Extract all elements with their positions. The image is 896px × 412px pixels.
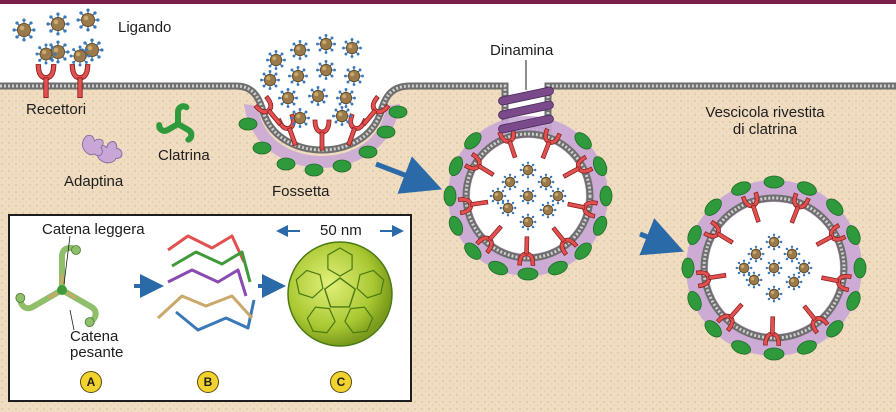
label-adaptin: Adaptina [64, 173, 124, 190]
receptor [551, 226, 579, 257]
ligand [308, 86, 328, 106]
ligand [735, 259, 753, 277]
ligand [501, 173, 519, 191]
panel-badge-b: B [197, 371, 219, 393]
label-heavy-chain: Catena pesante [70, 328, 124, 361]
budding-vesicle [443, 116, 613, 281]
receptor [35, 64, 57, 99]
receptor [457, 197, 489, 216]
panel-c-cage [287, 241, 393, 347]
receptor [715, 302, 744, 333]
ligand [46, 40, 70, 64]
ligand [290, 40, 310, 60]
ligand [288, 66, 308, 86]
receptor [69, 64, 91, 99]
ligand [747, 245, 765, 263]
label-size-scale: 50 nm [320, 222, 362, 239]
ligand [342, 38, 362, 58]
label-dynamin: Dinamina [490, 42, 554, 59]
ligand [290, 108, 310, 128]
ligand [765, 259, 783, 277]
ligand [332, 106, 352, 126]
ligand [278, 88, 298, 108]
panel-badge-c: C [330, 371, 352, 393]
receptor [276, 113, 298, 147]
receptor [346, 113, 368, 147]
receptor [763, 316, 781, 346]
dynamin [498, 60, 554, 134]
ligand [12, 18, 36, 42]
ligand [316, 60, 336, 80]
membrane-stipple [0, 84, 896, 152]
ligand [69, 45, 91, 67]
panel-badge-a: A [80, 371, 102, 393]
receptor [361, 94, 391, 127]
ligand [785, 273, 803, 291]
clathrin-triskelion [156, 103, 195, 143]
label-light-chain: Catena leggera [42, 221, 145, 238]
receptor [695, 270, 727, 289]
ligand [260, 70, 280, 90]
receptor [517, 236, 536, 266]
ligand [539, 201, 557, 219]
adaptin [81, 134, 104, 157]
label-ligand: Ligando [118, 19, 172, 36]
receptor [567, 200, 599, 219]
heavy-chain-leader [69, 309, 75, 331]
receptor [253, 94, 283, 127]
top-border [0, 0, 896, 4]
coated-vesicle [681, 175, 867, 361]
ligand [344, 66, 364, 86]
ligand [765, 285, 783, 303]
ligand [519, 187, 537, 205]
ligand [519, 213, 537, 231]
label-receptors: Recettori [26, 101, 87, 118]
ligand [266, 50, 286, 70]
panel-a-triskelion [15, 235, 99, 331]
receptor [789, 192, 811, 224]
label-vesicle: Vescicola rivestita di clatrina [705, 104, 825, 138]
ligand [46, 12, 70, 36]
ligand [783, 245, 801, 263]
receptor [802, 304, 830, 335]
ligand [316, 34, 336, 54]
heavy-chain-leg [15, 287, 65, 312]
ligand [35, 43, 57, 65]
label-pit: Fossetta [272, 183, 330, 200]
heavy-chain-leg [59, 287, 99, 328]
ligand [795, 259, 813, 277]
receptor [463, 152, 495, 177]
receptor [740, 191, 761, 223]
ligand [336, 88, 356, 108]
legend-items [12, 8, 195, 164]
panel-b-lattice [156, 234, 256, 332]
coated-pit [238, 34, 408, 177]
receptor [821, 274, 852, 293]
ligand [519, 161, 537, 179]
ligand [499, 199, 517, 217]
receptor [815, 223, 847, 247]
arrow-bud-to-vesicle [639, 218, 684, 256]
receptor [312, 119, 332, 151]
ligand [76, 8, 100, 32]
ligand [537, 173, 555, 191]
ligand [489, 187, 507, 205]
label-clathrin: Clatrina [158, 147, 210, 164]
heavy-chain-leg [59, 245, 81, 293]
light-chain-leader [63, 235, 71, 285]
receptor [703, 219, 734, 245]
receptor [540, 127, 562, 160]
ligand [549, 187, 567, 205]
ligand [765, 233, 783, 251]
ligand [745, 271, 763, 289]
receptor [562, 154, 594, 179]
inset-panel [8, 214, 412, 402]
arrow-pit-to-bud [375, 156, 443, 194]
receptor [475, 224, 503, 255]
